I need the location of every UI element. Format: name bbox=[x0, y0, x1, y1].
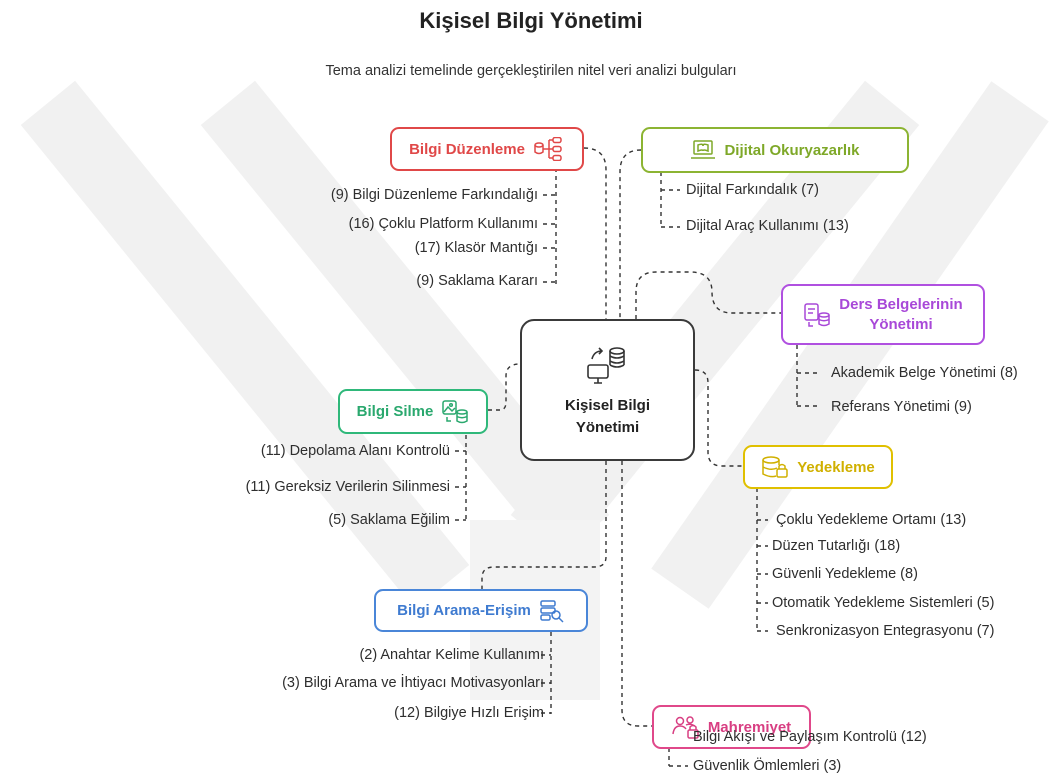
list-item: Akademik Belge Yönetimi (8) bbox=[831, 365, 1018, 381]
list-item: (3) Bilgi Arama ve İhtiyacı Motivasyonla… bbox=[282, 675, 544, 691]
list-item: Çoklu Yedekleme Ortamı (13) bbox=[776, 512, 967, 528]
list-item: (12) Bilgiye Hızlı Erişim bbox=[394, 705, 544, 721]
center-node: Kişisel Bilgi Yönetimi bbox=[520, 319, 695, 461]
list-item: (17) Klasör Mantığı bbox=[414, 240, 538, 256]
page-subtitle: Tema analizi temelinde gerçekleştirilen … bbox=[325, 63, 737, 79]
theme-ders-belgeleri-label-2: Yönetimi bbox=[869, 315, 933, 333]
document-database-icon bbox=[804, 302, 831, 327]
computer-database-sync-icon bbox=[586, 347, 625, 384]
theme-mahremiyet: Mahremiyet bbox=[652, 705, 811, 749]
list-item: Güvenlik Ömlemleri (3) bbox=[693, 758, 842, 774]
list-item: (9) Saklama Kararı bbox=[416, 273, 538, 289]
list-item: Dijital Farkındalık (7) bbox=[686, 182, 819, 198]
list-item: Bilgi Akışı ve Paylaşım Kontrolü (12) bbox=[693, 729, 927, 745]
theme-bilgi-duzenleme-label: Bilgi Düzenleme bbox=[409, 140, 525, 158]
list-item: Referans Yönetimi (9) bbox=[831, 399, 972, 415]
list-item: Güvenli Yedekleme (8) bbox=[772, 566, 918, 582]
theme-bilgi-silme: Bilgi Silme bbox=[338, 389, 488, 434]
theme-ders-belgeleri-label-1: Ders Belgelerinin bbox=[839, 295, 963, 313]
theme-dijital-okuryazarlik: Dijital Okuryazarlık bbox=[641, 127, 909, 173]
database-lock-icon bbox=[762, 456, 788, 478]
search-database-icon bbox=[540, 599, 564, 623]
center-label-1: Kişisel Bilgi bbox=[564, 397, 651, 414]
list-item: Düzen Tutarlığı (18) bbox=[772, 538, 901, 554]
list-item: (9) Bilgi Düzenleme Farkındalığı bbox=[330, 187, 538, 203]
page-title: Kişisel Bilgi Yönetimi bbox=[419, 8, 643, 33]
list-item: (2) Anahtar Kelime Kullanımı bbox=[359, 647, 544, 663]
list-item: (16) Çoklu Platform Kullanımı bbox=[348, 216, 538, 232]
laptop-book-icon bbox=[691, 140, 716, 159]
theme-bilgi-arama: Bilgi Arama-Erişim bbox=[374, 589, 588, 632]
list-item: (11) Depolama Alanı Kontrolü bbox=[260, 443, 450, 459]
center-label-2: Yönetimi bbox=[575, 419, 640, 436]
theme-yedekleme-label: Yedekleme bbox=[797, 458, 875, 476]
theme-mahremiyet-label: Mahremiyet bbox=[707, 718, 792, 736]
theme-bilgi-arama-label: Bilgi Arama-Erişim bbox=[397, 602, 531, 619]
image-database-icon bbox=[442, 399, 469, 423]
users-lock-icon bbox=[672, 716, 699, 739]
theme-ders-belgeleri: Ders Belgelerinin Yönetimi bbox=[781, 284, 985, 345]
list-item: Dijital Araç Kullanımı (13) bbox=[686, 218, 849, 234]
theme-dijital-okuryazarlik-label: Dijital Okuryazarlık bbox=[724, 141, 860, 159]
theme-bilgi-duzenleme: Bilgi Düzenleme bbox=[390, 127, 584, 171]
theme-bilgi-silme-label: Bilgi Silme bbox=[356, 403, 434, 420]
list-item: (5) Saklama Eğilim bbox=[328, 512, 450, 528]
theme-yedekleme: Yedekleme bbox=[743, 445, 893, 489]
list-item: Senkronizasyon Entegrasyonu (7) bbox=[776, 623, 995, 639]
hierarchy-database-icon bbox=[534, 137, 562, 161]
list-item: (11) Gereksiz Verilerin Silinmesi bbox=[245, 479, 450, 495]
list-item: Otomatik Yedekleme Sistemleri (5) bbox=[772, 595, 995, 611]
